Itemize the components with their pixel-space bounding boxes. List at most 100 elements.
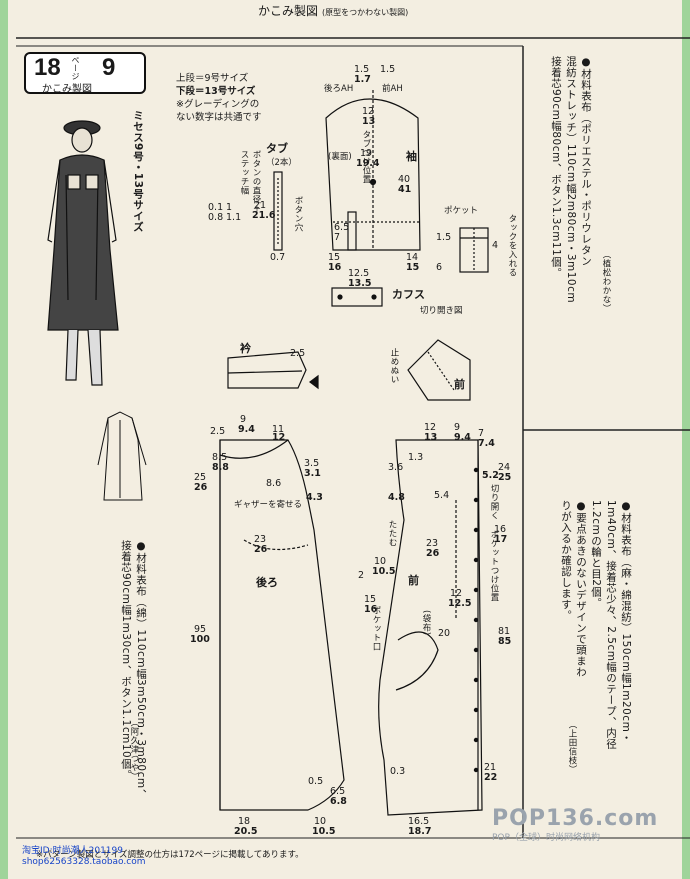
measure: 1.5 — [354, 64, 370, 75]
stitch-label: ステッチ幅 — [239, 150, 249, 195]
back-label: 後ろ — [256, 576, 278, 589]
materials-right-heading: ●材料 — [620, 500, 632, 535]
measure: 24 — [498, 462, 511, 473]
measure: 3.6 — [388, 462, 404, 473]
measure: 6.8 — [330, 796, 347, 807]
materials-bottom: ●材料表布（綿）110cm幅3m50cm・3m80cm、 接着芯90cm幅1m3… — [118, 540, 148, 800]
back-side-label: (裏面) — [328, 152, 352, 162]
measure: 10 — [374, 556, 387, 567]
fold-label: たたむ — [387, 520, 397, 547]
measure: 16 — [364, 604, 378, 615]
measure: 4 — [492, 240, 499, 251]
measure: 2.5 — [210, 426, 226, 437]
materials-top-line-3: 接着芯90cm幅80cm、ボタン1.3cm11個。 — [550, 56, 562, 279]
measure: 15 — [328, 252, 341, 263]
measure: 13 — [424, 432, 438, 443]
legend-line-2: 下段＝13号サイズ — [176, 86, 256, 97]
watermark-line-2: shop62563328.taobao.com — [22, 857, 146, 867]
tuck-label: タックを入れる — [507, 214, 517, 277]
measure: 16 — [328, 262, 342, 273]
measure: 2 — [358, 570, 365, 581]
tab-pattern — [273, 171, 283, 251]
front-top-label: 前 — [454, 378, 465, 391]
legend-line-1: 上段＝9号サイズ — [176, 73, 249, 84]
measure: 19.4 — [356, 158, 380, 169]
measure: 23 — [254, 534, 267, 545]
measure: 21.6 — [252, 210, 276, 221]
page-box-label: かこみ製図 — [42, 84, 92, 95]
legend-line-4: ない数字は共通です — [176, 112, 262, 123]
header-title: かこみ製図(原型をつかわない製図) — [258, 4, 409, 18]
measure: 9 — [454, 422, 461, 433]
measure: 0.1 — [208, 202, 224, 213]
pocket-label: ポケット — [444, 206, 479, 216]
measure: 2.5 — [290, 348, 306, 359]
page-number-box: 18 ページ 9 かこみ製図 — [24, 52, 146, 95]
front-body-pattern — [378, 439, 483, 816]
cuff-pattern — [331, 287, 383, 307]
materials-bottom-line-2: 接着芯90cm幅1m30cm、ボタン1.1cm10個。 — [120, 540, 132, 781]
measure: 11 — [272, 424, 285, 435]
pocket-pattern — [459, 227, 489, 273]
sleeve-label: 袖 — [406, 150, 417, 163]
pocket-position-label: ポケットつけ位置 — [489, 530, 499, 602]
frame-lines — [16, 37, 690, 839]
measure: 25 — [194, 472, 207, 483]
materials-right-point-1: あきのないデザインで頭まわ — [575, 534, 587, 678]
measure: 16.5 — [408, 816, 430, 827]
materials-top-credit: （植松わかな） — [601, 250, 611, 313]
measure: 7.4 — [478, 438, 495, 449]
measure: 20.5 — [234, 826, 258, 837]
measure: 26 — [194, 482, 208, 493]
measure: 26 — [426, 548, 440, 559]
measure: 41 — [398, 184, 412, 195]
measure: 15 — [406, 262, 420, 273]
measure: 19 — [360, 148, 373, 159]
cut-open-label: 切り開き図 — [420, 306, 463, 316]
measure: 18.7 — [408, 826, 432, 837]
measure: 10.5 — [372, 566, 396, 577]
watermark-logo: POP136.com — [492, 806, 659, 831]
cuffs-label: カフス — [392, 288, 425, 301]
tab-count: （2本） — [266, 158, 297, 168]
measure: 1.3 — [408, 452, 424, 463]
legend-line-3: ※グレーディングの — [176, 99, 260, 110]
measure: 26 — [254, 544, 268, 555]
measure: 12.5 — [448, 598, 472, 609]
measure: 5.2 — [482, 470, 499, 481]
measure: 12 — [424, 422, 437, 433]
measure: 12 — [450, 588, 463, 599]
tab-label: タブ — [266, 142, 288, 155]
measure: 81 — [498, 626, 511, 637]
measure: 10.5 — [312, 826, 336, 837]
materials-top-line-1: 表布（ポリエステル・ポリウレタン — [580, 90, 592, 267]
measure: 40 — [398, 174, 411, 185]
gather-label: ギャザーを寄せる — [234, 500, 303, 510]
materials-bottom-credit: （阿久津つや） — [129, 718, 139, 781]
back-body-pattern — [219, 439, 345, 811]
figure-illustration — [47, 120, 119, 386]
measure: 12.5 — [348, 268, 370, 279]
front-body-label: 前 — [408, 574, 419, 587]
measure: 0.7 — [270, 252, 286, 263]
measure: 21 — [254, 200, 267, 211]
tab-position-label: タブつけ位置 — [361, 130, 371, 184]
measure: 25 — [498, 472, 512, 483]
header-subtitle: (原型をつかわない製図) — [322, 8, 409, 17]
measure: 13.5 — [348, 278, 372, 289]
sleeve-pattern — [325, 90, 421, 251]
measure: 6 — [436, 262, 443, 273]
measure: 0.8 — [208, 212, 224, 223]
materials-right-point-2: りが入るか確認します。 — [560, 500, 572, 621]
materials-bottom-heading: ●材料 — [135, 540, 147, 575]
materials-right-line-1: 表布（麻・綿混紡）150cm幅1m20cm・ — [620, 534, 632, 744]
materials-right-credit: （上田信枝） — [567, 720, 577, 774]
measure: 6.5 — [330, 786, 346, 797]
materials-bottom-line-1: 表布（綿）110cm幅3m50cm・3m80cm、 — [135, 574, 147, 800]
materials-right-point-heading: ●要点 — [575, 500, 587, 535]
collar-label: 衿 — [240, 342, 251, 355]
watermark-logo-sub: POP（全球）时尚网络机构 — [492, 833, 600, 843]
materials-top: ●材料表布（ポリエステル・ポリウレタン 混紡ストレッチ）110cm幅2m80cm… — [548, 56, 593, 386]
measure: 1.1 — [226, 212, 242, 223]
